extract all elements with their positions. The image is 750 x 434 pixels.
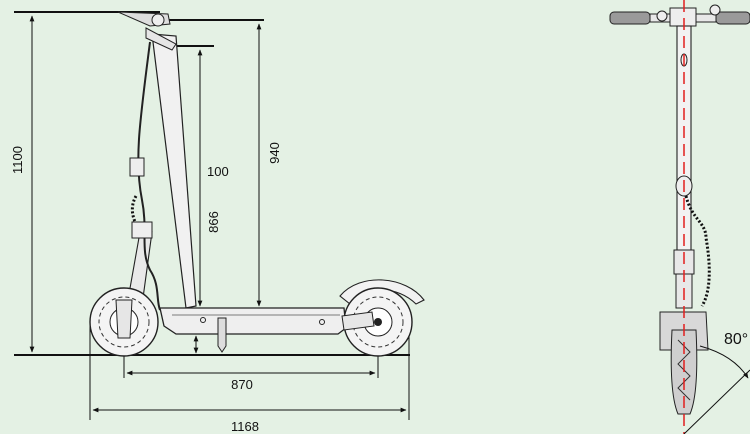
brake-lever [145, 27, 177, 51]
display-housing [669, 7, 697, 27]
rear-swingarm [341, 311, 375, 331]
brake-cable [137, 41, 161, 311]
deck-bolt [319, 319, 325, 325]
bell-icon [129, 157, 145, 177]
deck-bolt [200, 317, 206, 323]
rear-axle [374, 318, 382, 326]
kickstand [217, 317, 227, 353]
scooter-side [89, 11, 425, 357]
wheelbase-label: 870 [231, 377, 253, 392]
total-height-label: 1100 [10, 146, 25, 174]
right-grip [715, 11, 750, 25]
stem-length-label: 866 [206, 211, 221, 233]
folding-clamp [131, 221, 153, 239]
front-fork-leg [115, 299, 133, 339]
side-view: 1100 940 100 866 870 1168 [10, 11, 425, 434]
front-wheel-tread [98, 296, 150, 348]
left-grip [609, 11, 651, 25]
handlebar-bar-right [695, 13, 717, 23]
bell-icon [656, 10, 668, 22]
stem-adjust-label: 100 [207, 164, 229, 179]
tilt-angle-label: 80° [724, 331, 748, 348]
angle-arc [699, 345, 749, 379]
brake-lever-icon [709, 4, 721, 16]
total-length-label: 1168 [231, 419, 259, 434]
tilt-line [683, 369, 750, 434]
front-view: 80° [609, 0, 750, 434]
steering-stem [151, 33, 197, 309]
handlebar-height-label: 940 [267, 142, 282, 164]
deck [159, 307, 347, 335]
throttle-icon [151, 13, 165, 27]
